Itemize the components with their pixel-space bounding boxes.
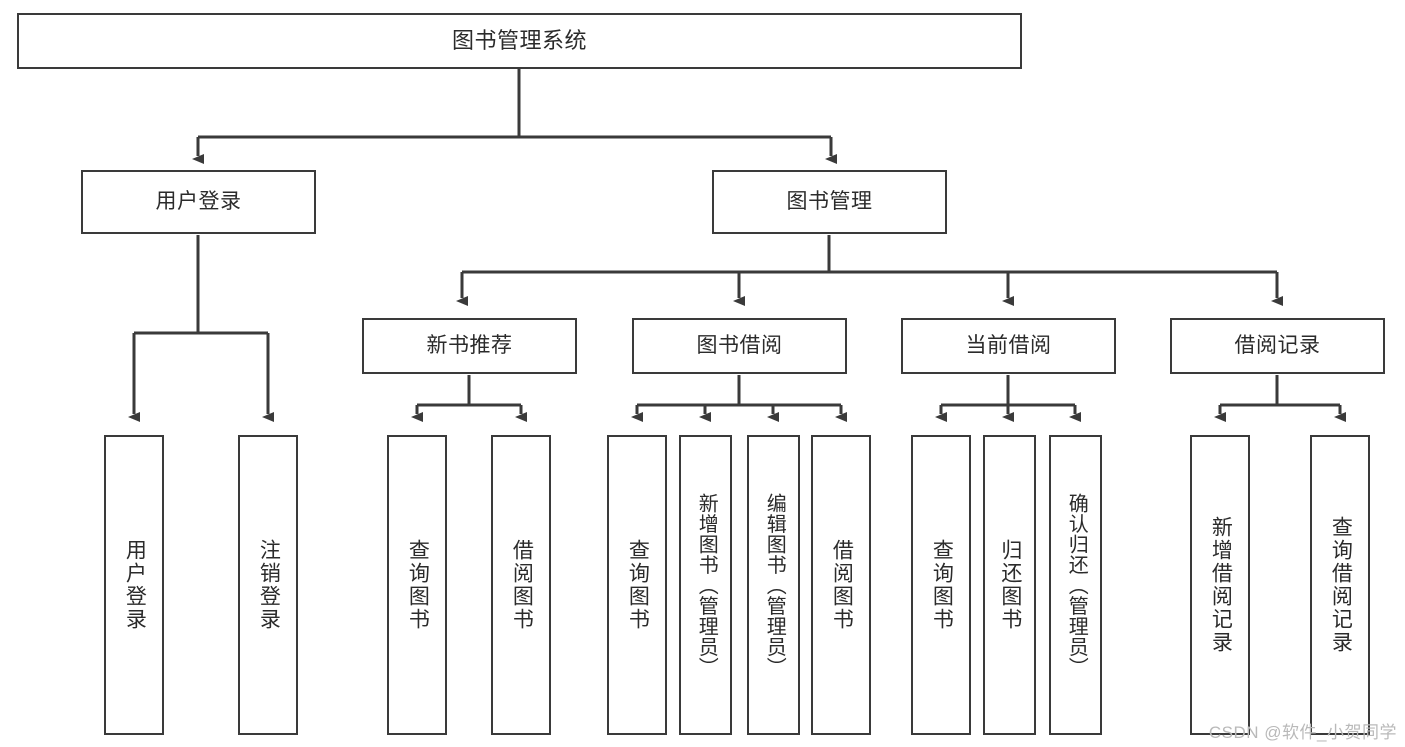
watermark-text: CSDN @软件_小贺同学 <box>1208 723 1397 742</box>
node-root-system[interactable]: 图书管理系统 <box>17 13 1022 69</box>
leaf-borrow-query-book[interactable]: 查询图书 <box>607 435 667 735</box>
leaf-borrow-add-book-admin-label: 新增图书（管理员） <box>695 492 718 678</box>
leaf-borrow-borrow-book-label: 借阅图书 <box>830 539 854 631</box>
leaf-record-add-record-label: 新增借阅记录 <box>1209 516 1233 654</box>
node-user-login[interactable]: 用户登录 <box>81 170 316 234</box>
leaf-user-login[interactable]: 用户登录 <box>104 435 164 735</box>
leaf-user-login-label: 用户登录 <box>123 539 147 631</box>
node-book-borrow[interactable]: 图书借阅 <box>632 318 847 374</box>
node-current-borrow[interactable]: 当前借阅 <box>901 318 1116 374</box>
leaf-current-confirm-return-admin[interactable]: 确认归还（管理员） <box>1049 435 1102 735</box>
leaf-record-query-record-label: 查询借阅记录 <box>1329 516 1353 654</box>
leaf-current-confirm-return-admin-label: 确认归还（管理员） <box>1065 492 1088 678</box>
leaf-recommend-borrow-book[interactable]: 借阅图书 <box>491 435 551 735</box>
leaf-borrow-edit-book-admin[interactable]: 编辑图书（管理员） <box>747 435 800 735</box>
leaf-borrow-query-book-label: 查询图书 <box>626 539 650 631</box>
leaf-current-query-book[interactable]: 查询图书 <box>911 435 971 735</box>
node-user-login-label: 用户登录 <box>155 189 242 213</box>
node-book-management-label: 图书管理 <box>786 189 873 213</box>
leaf-borrow-add-book-admin[interactable]: 新增图书（管理员） <box>679 435 732 735</box>
node-borrow-record-label: 借阅记录 <box>1234 333 1321 357</box>
leaf-user-logout[interactable]: 注销登录 <box>238 435 298 735</box>
leaf-record-query-record[interactable]: 查询借阅记录 <box>1310 435 1370 735</box>
leaf-user-logout-label: 注销登录 <box>257 539 281 631</box>
node-current-borrow-label: 当前借阅 <box>965 333 1052 357</box>
leaf-recommend-borrow-book-label: 借阅图书 <box>510 539 534 631</box>
node-new-book-recommend-label: 新书推荐 <box>426 333 513 357</box>
node-borrow-record[interactable]: 借阅记录 <box>1170 318 1385 374</box>
leaf-borrow-edit-book-admin-label: 编辑图书（管理员） <box>763 492 786 678</box>
node-new-book-recommend[interactable]: 新书推荐 <box>362 318 577 374</box>
leaf-current-return-book[interactable]: 归还图书 <box>983 435 1036 735</box>
node-book-management[interactable]: 图书管理 <box>712 170 947 234</box>
node-book-borrow-label: 图书借阅 <box>696 333 783 357</box>
leaf-current-return-book-label: 归还图书 <box>998 539 1022 631</box>
leaf-recommend-query-book-label: 查询图书 <box>406 539 430 631</box>
leaf-borrow-borrow-book[interactable]: 借阅图书 <box>811 435 871 735</box>
leaf-record-add-record[interactable]: 新增借阅记录 <box>1190 435 1250 735</box>
leaf-recommend-query-book[interactable]: 查询图书 <box>387 435 447 735</box>
node-root-system-label: 图书管理系统 <box>451 28 587 54</box>
leaf-current-query-book-label: 查询图书 <box>930 539 954 631</box>
